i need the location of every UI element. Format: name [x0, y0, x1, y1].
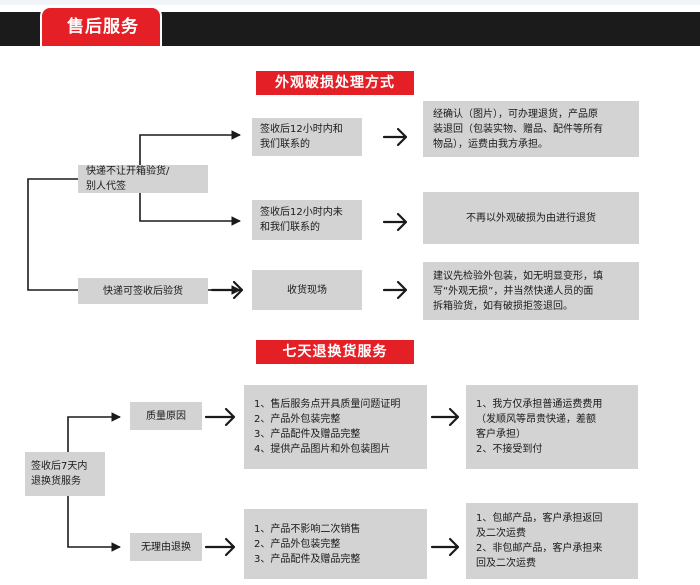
- result-contacted-text: 经确认（图片），可办理退货，产品原 装退回（包装实物、赠品、配件等所有 物品），…: [433, 108, 603, 150]
- arrow-icon: [204, 407, 236, 427]
- branch-no-inspection: 快递不让开箱验货/ 别人代签: [78, 165, 208, 193]
- reason-no-reason-label: 无理由退换: [141, 541, 191, 553]
- branch-inspection-label: 快递可签收后验货: [103, 285, 183, 297]
- arrow-icon: [382, 280, 408, 300]
- noreason-policy: 1、包邮产品，客户承担返回 及二次运费 2、非包邮产品，客户承担来 回及二次运费: [466, 503, 638, 579]
- connector-s1-a2: [139, 193, 241, 226]
- quality-conditions: 1、售后服务点开具质量问题证明 2、产品外包装完整 3、产品配件及赠品完整 4、…: [244, 385, 427, 469]
- arrow-icon: [382, 212, 408, 232]
- quality-policy-text: 1、我方仅承担普通运费费用 （发顺风等昂贵快递，差额 客户承担） 2、不接受到付: [476, 399, 603, 455]
- result-contacted: 经确认（图片），可办理退货，产品原 装退回（包装实物、赠品、配件等所有 物品），…: [423, 101, 639, 157]
- return-root-label: 签收后7天内 退换货服务: [31, 461, 88, 487]
- condition-contacted: 签收后12小时内和 我们联系的: [252, 118, 362, 156]
- step-receiving: 收货现场: [252, 270, 362, 310]
- condition-contacted-label: 签收后12小时内和 我们联系的: [260, 124, 343, 150]
- result-not-contacted: 不再以外观破损为由进行退货: [423, 192, 639, 244]
- top-strip: [0, 0, 700, 5]
- result-not-contacted-text: 不再以外观破损为由进行退货: [466, 212, 596, 224]
- branch-inspection: 快递可签收后验货: [78, 278, 208, 304]
- arrow-icon: [430, 407, 460, 427]
- branch-no-inspection-label: 快递不让开箱验货/ 别人代签: [86, 166, 170, 192]
- reason-quality: 质量原因: [130, 402, 202, 430]
- header-tab: [40, 6, 162, 46]
- page-title: 售后服务: [67, 17, 139, 37]
- noreason-conditions-text: 1、产品不影响二次销售 2、产品外包装完整 3、产品配件及赠品完整: [254, 523, 361, 565]
- arrow-icon: [430, 537, 460, 557]
- step-receiving-label: 收货现场: [287, 284, 327, 296]
- reason-quality-label: 质量原因: [146, 410, 186, 422]
- section-title-return: 七天退换货服务: [256, 340, 414, 364]
- arrow-icon: [210, 280, 244, 300]
- quality-conditions-text: 1、售后服务点开具质量问题证明 2、产品外包装完整 3、产品配件及赠品完整 4、…: [254, 399, 401, 455]
- reason-no-reason: 无理由退换: [130, 533, 202, 561]
- connector-s1-root: [27, 178, 78, 291]
- arrow-icon: [382, 127, 408, 147]
- result-inspection-text: 建议先检验外包装，如无明显变形，填 写“外观无损”，并当然快递人员的面 拆箱验货…: [433, 270, 603, 312]
- arrow-icon: [204, 537, 236, 557]
- quality-policy: 1、我方仅承担普通运费费用 （发顺风等昂贵快递，差额 客户承担） 2、不接受到付: [466, 385, 638, 469]
- section-title-damage: 外观破损处理方式: [256, 71, 414, 95]
- connector-s1-a1: [139, 130, 241, 166]
- result-inspection: 建议先检验外包装，如无明显变形，填 写“外观无损”，并当然快递人员的面 拆箱验货…: [423, 262, 639, 320]
- condition-not-contacted: 签收后12小时内未 和我们联系的: [252, 200, 362, 240]
- noreason-conditions: 1、产品不影响二次销售 2、产品外包装完整 3、产品配件及赠品完整: [244, 509, 427, 579]
- noreason-policy-text: 1、包邮产品，客户承担返回 及二次运费 2、非包邮产品，客户承担来 回及二次运费: [476, 513, 603, 569]
- condition-not-contacted-label: 签收后12小时内未 和我们联系的: [260, 207, 343, 233]
- return-root: 签收后7天内 退换货服务: [25, 452, 105, 496]
